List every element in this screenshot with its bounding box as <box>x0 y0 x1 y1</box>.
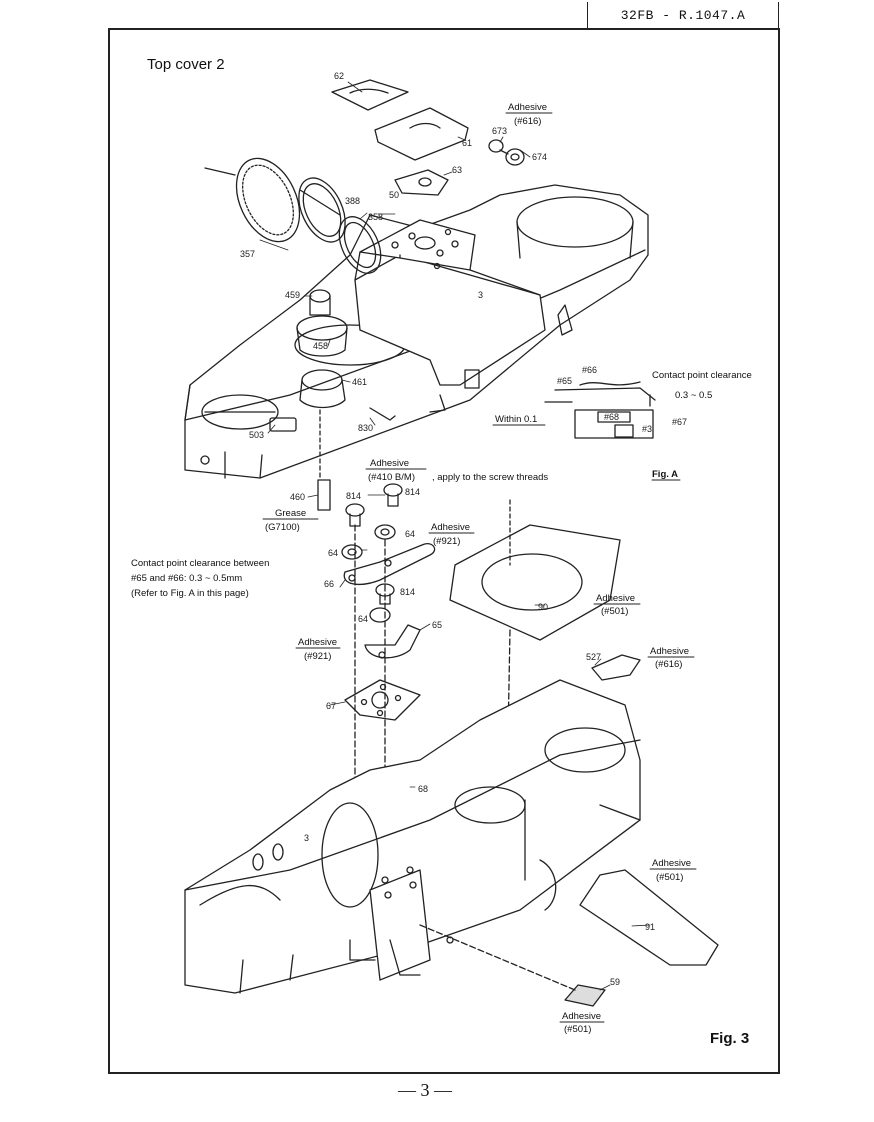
fig-a-part: #67 <box>672 417 687 427</box>
adhesive-code: (#501) <box>601 606 628 617</box>
adhesive-label: Adhesive <box>298 637 337 648</box>
part-label: 674 <box>532 152 547 162</box>
part-label: 527 <box>586 652 601 662</box>
fig-a-within: Within 0.1 <box>495 414 537 425</box>
drawing-frame <box>108 28 780 1074</box>
part-label: 65 <box>432 620 442 630</box>
grease-label: Grease <box>275 508 306 519</box>
plate-90 <box>449 499 621 901</box>
upper-top-cover <box>184 184 649 479</box>
label-underlines <box>262 112 697 1023</box>
fig-a-drawing <box>544 381 656 439</box>
center-column-parts <box>269 289 396 511</box>
part-label: 62 <box>334 71 344 81</box>
dashed-guide <box>419 924 576 991</box>
fig-a-part: #3 <box>642 424 652 434</box>
page-number: — 3 — <box>398 1080 452 1100</box>
figure-label: Fig. 3 <box>710 1030 750 1047</box>
adhesive-label: Adhesive <box>652 858 691 869</box>
adhesive-code: (#616) <box>655 659 682 670</box>
part-label: 458 <box>313 341 328 351</box>
part-label: 814 <box>405 487 420 497</box>
adhesive-code: (#616) <box>514 116 541 127</box>
part-label: 91 <box>645 922 655 932</box>
fig-a-part: #66 <box>582 365 597 375</box>
part-label: 67 <box>326 701 336 711</box>
grease-code: (G7100) <box>265 522 300 533</box>
part-label: 358 <box>368 212 383 222</box>
part-label: 63 <box>452 165 462 175</box>
adhesive-code: (#921) <box>433 536 460 547</box>
part-label: 830 <box>358 423 373 433</box>
lens-rings-group <box>204 157 382 274</box>
adhesive-label: Adhesive <box>431 522 470 533</box>
part-label: 3 <box>478 290 483 300</box>
diagram-title: Top cover 2 <box>147 56 225 73</box>
part-label: 503 <box>249 430 264 440</box>
adhesive-code: (#501) <box>564 1024 591 1035</box>
part-label: 357 <box>240 249 255 259</box>
lower-top-cover <box>184 679 641 994</box>
fig-a-part: #65 <box>557 376 572 386</box>
part-label: 90 <box>538 602 548 612</box>
adhesive-code: (#921) <box>304 651 331 662</box>
part-label: 814 <box>400 587 415 597</box>
part-label: 461 <box>352 377 367 387</box>
part-527 <box>591 654 641 681</box>
part-label: 64 <box>405 529 415 539</box>
fig-a-part: #68 <box>604 412 619 422</box>
adhesive-label: Adhesive <box>596 593 635 604</box>
note-line: Contact point clearance between <box>131 558 270 569</box>
plate-91 <box>579 869 719 966</box>
part-label: 66 <box>324 579 334 589</box>
part-label: 673 <box>492 126 507 136</box>
note-line: (Refer to Fig. A in this page) <box>131 588 249 599</box>
part-label: 814 <box>346 491 361 501</box>
part-label: 64 <box>328 548 338 558</box>
adhesive-code: (#410 B/M) <box>368 472 415 483</box>
part-label: 50 <box>389 190 399 200</box>
small-parts-top <box>331 79 525 196</box>
screw-thread-note: , apply to the screw threads <box>432 472 548 483</box>
part-label: 3 <box>304 833 309 843</box>
fig-a-range: 0.3 ~ 0.5 <box>675 390 712 401</box>
document-code: 32FB - R.1047.A <box>620 8 746 23</box>
adhesive-label: Adhesive <box>508 102 547 113</box>
part-label: 459 <box>285 290 300 300</box>
part-label: 388 <box>345 196 360 206</box>
leader-lines <box>259 81 651 991</box>
part-label: 59 <box>610 977 620 987</box>
adhesive-label: Adhesive <box>562 1011 601 1022</box>
adhesive-label: Adhesive <box>650 646 689 657</box>
part-label: 61 <box>462 138 472 148</box>
part-label: 460 <box>290 492 305 502</box>
adhesive-code: (#501) <box>656 872 683 883</box>
clearance-note: Contact point clearance between #65 and … <box>131 556 269 601</box>
adhesive-label: Adhesive <box>370 458 409 469</box>
part-label: 68 <box>418 784 428 794</box>
part-label: 64 <box>358 614 368 624</box>
fig-a-contact-label: Contact point clearance <box>652 370 752 381</box>
note-line: #65 and #66: 0.3 ~ 0.5mm <box>131 573 243 584</box>
fig-a-label: Fig. A <box>652 469 678 480</box>
